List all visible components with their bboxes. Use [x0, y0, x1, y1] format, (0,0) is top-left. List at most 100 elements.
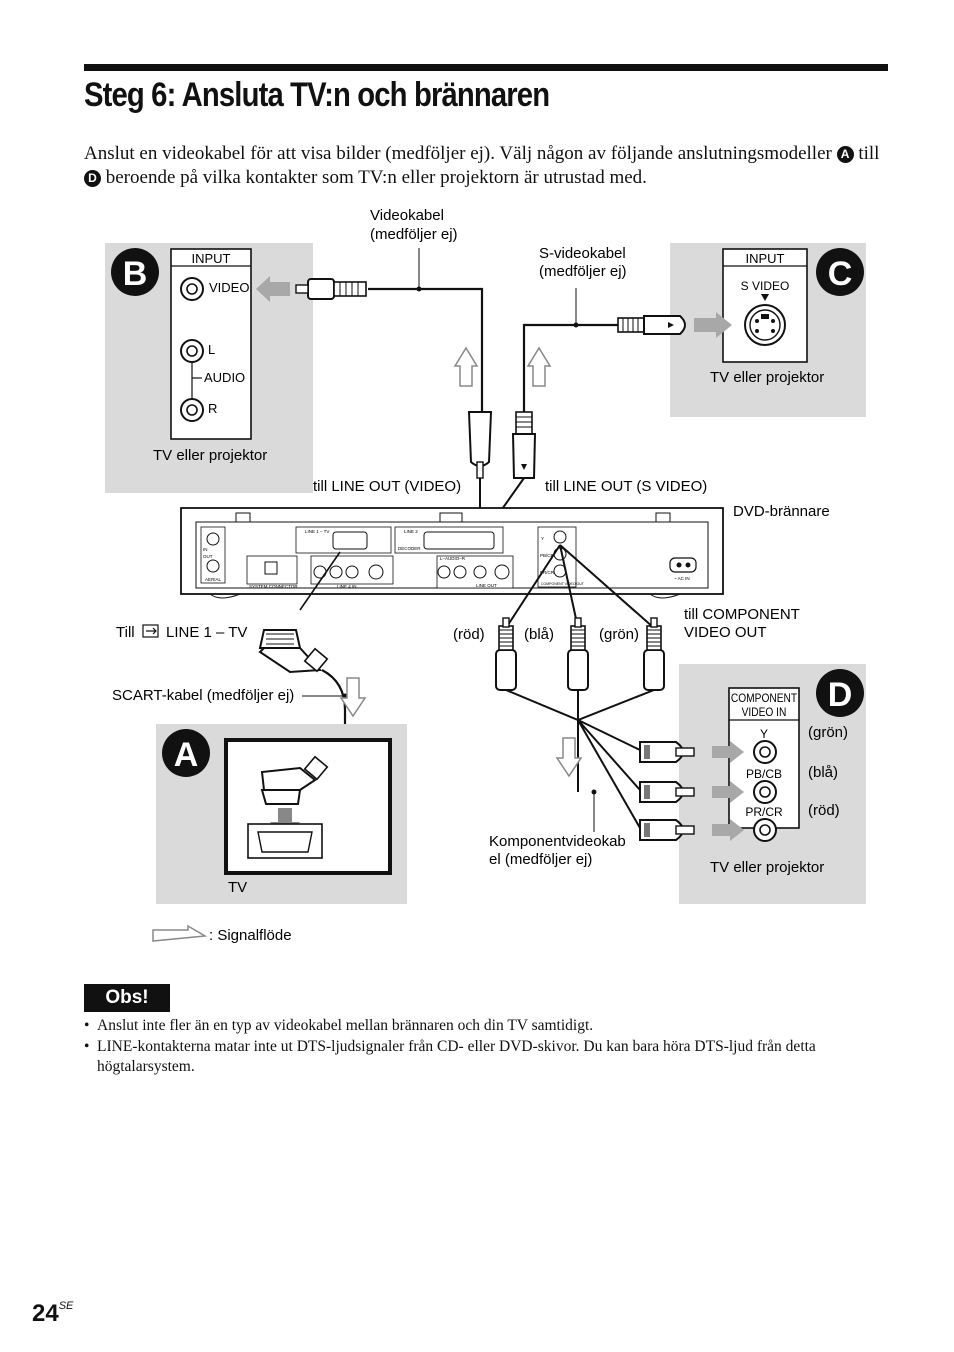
svg-text:OUT: OUT — [203, 554, 213, 559]
svg-text:L–AUDIO–R: L–AUDIO–R — [440, 556, 466, 561]
dvd-recorder-label: DVD-brännare — [733, 503, 830, 520]
svg-text:SYSTEM CONNECTOR: SYSTEM CONNECTOR — [249, 584, 298, 589]
panel-d-green-label: (grön) — [808, 724, 848, 741]
dvd-recorder-rear-panel: IN OUT AERIAL SYSTEM CONNECTOR LINE 1 – … — [180, 507, 724, 599]
svg-text:DECODER: DECODER — [398, 546, 421, 551]
component-cable-label-2: el (medföljer ej) — [489, 851, 592, 868]
scart-plug-bottom — [260, 755, 329, 805]
panel-d-blue-label: (blå) — [808, 764, 838, 781]
panel-b-l-label: L — [208, 342, 215, 357]
note-item: • LINE-kontakterna matar inte ut DTS-ljud… — [84, 1037, 894, 1078]
panel-c-badge-letter: C — [828, 255, 853, 293]
component-plug-green — [643, 617, 665, 691]
svg-text:IN: IN — [203, 547, 208, 552]
videokabel-label-1: Videokabel — [370, 207, 444, 224]
audio-l-jack — [180, 339, 204, 363]
cable-blue-label: (blå) — [524, 626, 554, 643]
panel-d-component-line1: COMPONENT — [731, 692, 797, 705]
svg-text:LINE 4 IN: LINE 4 IN — [337, 584, 357, 589]
till-lineout-svideo-label: till LINE OUT (S VIDEO) — [545, 478, 707, 495]
svg-text:LINE 1 – TV: LINE 1 – TV — [305, 529, 329, 534]
line1-arrow-icon — [142, 624, 159, 638]
audio-r-jack — [180, 398, 204, 422]
panel-d-red-label: (röd) — [808, 802, 840, 819]
panel-a-badge — [162, 729, 210, 777]
signal-arrow-up-svideo — [526, 346, 552, 387]
video-in-jack-b — [180, 277, 204, 301]
signal-flow-legend-icon — [152, 924, 208, 942]
signal-arrow-to-c — [694, 312, 732, 338]
signal-arrow-to-d-y — [712, 741, 744, 763]
panel-b-badge — [111, 248, 159, 296]
till-line1-prefix: Till — [116, 624, 135, 641]
panel-a-caption: TV — [228, 879, 247, 896]
page-number-value: 24 — [32, 1300, 59, 1327]
bullet: • — [84, 1017, 90, 1034]
panel-b-badge-letter: B — [123, 255, 148, 293]
note-text: LINE-kontakterna matar inte ut DTS-ljuds… — [97, 1037, 816, 1076]
component-cable — [505, 689, 655, 829]
cable-green-label: (grön) — [599, 626, 639, 643]
badge-a-inline: A — [836, 146, 854, 163]
heading-rule — [84, 64, 888, 71]
panel-c-badge — [816, 248, 864, 296]
panel-d-badge-letter: D — [828, 676, 853, 714]
page-number-suffix: SE — [58, 1300, 74, 1312]
panel-c-svideo-label: S VIDEO — [741, 279, 790, 293]
page-title: Steg 6: Ansluta TV:n och brännaren — [84, 76, 550, 114]
connection-diagram: B INPUT VIDEO L AUDIO R TV eller projekt… — [105, 207, 866, 944]
svg-text:PB/CB: PB/CB — [540, 553, 554, 558]
intro-text-1: Anslut en videokabel för att visa bilder… — [84, 143, 837, 164]
panel-d-component-line2: VIDEO IN — [742, 706, 787, 719]
scart-plug-top — [258, 629, 329, 674]
svideo-cable — [522, 323, 618, 412]
signal-arrow-to-d-pb — [712, 781, 744, 803]
svideokabel-label-2: (medföljer ej) — [539, 263, 627, 280]
panel-c-input-title: INPUT — [746, 251, 785, 266]
svg-text:LINE 2: LINE 2 — [404, 529, 418, 534]
signal-arrow-up-video — [453, 346, 479, 387]
panel-b-video-label: VIDEO — [209, 280, 249, 295]
svideo-plug-bottom — [511, 411, 537, 479]
panel-d-badge — [816, 669, 864, 717]
signal-arrow-into-tv — [270, 808, 300, 838]
notes-list: •Anslut inte fler än en typ av videokabe… — [84, 1016, 894, 1078]
signal-arrow-to-d-pr — [712, 819, 744, 841]
till-line1-suffix: LINE 1 – TV — [166, 624, 247, 641]
panel-b-r-label: R — [208, 401, 217, 416]
cable-red-label: (röd) — [453, 626, 485, 643]
badge-d-inline: D — [84, 170, 101, 187]
svg-text:~ AC IN: ~ AC IN — [674, 576, 690, 581]
component-plug-red — [495, 617, 517, 691]
note-label: Obs! — [84, 984, 170, 1012]
panel-c-caption: TV eller projektor — [710, 369, 824, 386]
component-out-label-1: till COMPONENT — [684, 606, 800, 623]
signal-flow-legend-label: : Signalflöde — [209, 927, 292, 944]
component-in-jack-pb — [753, 780, 777, 804]
component-in-jack-pr — [753, 818, 777, 842]
note-item: •Anslut inte fler än en typ av videokabe… — [84, 1016, 894, 1037]
video-plug-left — [295, 278, 367, 300]
component-out-label-2: VIDEO OUT — [684, 624, 767, 641]
video-plug-bottom — [468, 411, 492, 479]
svg-text:LINE OUT: LINE OUT — [476, 583, 497, 588]
bullet: • — [84, 1037, 90, 1055]
panel-d-caption: TV eller projektor — [710, 859, 824, 876]
signal-arrow-to-b — [256, 276, 290, 302]
panel-d-pr-label: PR/CR — [745, 805, 783, 819]
panel-b-input-title: INPUT — [192, 251, 231, 266]
video-cable — [368, 287, 484, 412]
svg-text:AERIAL: AERIAL — [205, 577, 222, 582]
panel-b-audio-label: AUDIO — [204, 370, 245, 385]
scart-cable-label: SCART-kabel (medföljer ej) — [112, 687, 294, 704]
svg-text:COMPONENT VIDEO OUT: COMPONENT VIDEO OUT — [541, 582, 585, 586]
component-plugs-right — [639, 741, 695, 841]
signal-arrow-down-component — [555, 737, 583, 778]
svideo-in-jack — [744, 304, 786, 346]
svideo-plug-right — [617, 315, 686, 335]
videokabel-label-2: (medföljer ej) — [370, 226, 458, 243]
page-number: 24SE — [32, 1300, 73, 1328]
intro-text-3: beroende på vilka kontakter som TV:n ell… — [101, 167, 647, 188]
svg-text:PR/CR: PR/CR — [540, 570, 555, 575]
panel-b-caption: TV eller projektor — [153, 447, 267, 464]
